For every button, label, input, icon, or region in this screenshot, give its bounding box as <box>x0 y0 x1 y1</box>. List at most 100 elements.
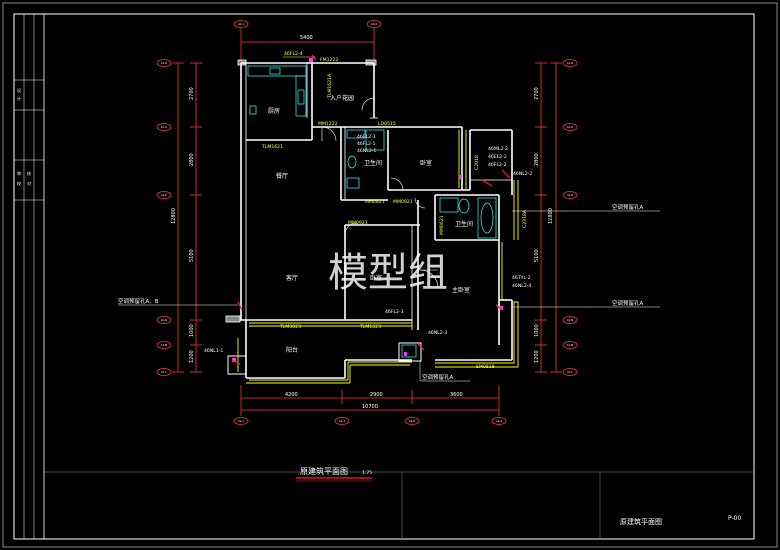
tag-tlm1623: TLM1623 <box>359 324 381 330</box>
axis-label: A1-Q <box>567 125 574 129</box>
tag-tlm1621: TLM1621 <box>261 144 283 150</box>
tag-fl-top: 46FL2-4 <box>284 51 303 57</box>
dim-left-4: 1200 <box>189 350 195 363</box>
note-ac-bottom: 空调预留孔A <box>422 373 454 381</box>
tag-nl2-1: 46NL2-1 <box>357 148 376 154</box>
axis-bubbles <box>156 20 578 425</box>
window-outlines <box>237 130 519 384</box>
tag-nl2-2: 46NL2-2 <box>513 171 532 177</box>
tag-mm0821a: MM0821 <box>365 199 385 205</box>
sheet-number: P-00 <box>728 515 741 522</box>
side-panel-cell: 校 <box>17 180 21 186</box>
tag-fl2-2: 46FL2-2 <box>488 162 507 168</box>
dim-right-4: 1200 <box>534 350 540 363</box>
tag-sm: SM0818 <box>476 364 495 370</box>
room-master: 主卧室 <box>452 286 470 294</box>
side-panel-cell: 设 <box>17 87 21 93</box>
axis-label: A1-R <box>161 61 167 65</box>
tag-mm0921: MM0921 <box>348 220 368 226</box>
axis-label: A1-L <box>161 370 167 374</box>
tag-mm1222: MM1222 <box>318 121 338 127</box>
axis-label: A1-9 <box>496 419 502 423</box>
tag-nl1-1: 46NL1-1 <box>204 348 223 354</box>
note-ac-right2: 空调预留孔A <box>612 299 644 307</box>
room-entry-garden: 入户花园 <box>330 94 354 102</box>
footer-title: 原建筑平面图 <box>620 517 662 526</box>
dimension-lines <box>172 28 562 416</box>
axis-label: A1-P <box>567 193 573 197</box>
fixtures <box>247 65 497 358</box>
room-bath1: 卫生间 <box>364 159 382 167</box>
side-panel: 设 计 审 核 校 对 <box>13 13 45 540</box>
room-bedroom2: 卧室 <box>370 274 382 282</box>
dim-left-2: 5100 <box>189 249 195 262</box>
note-ac-left: 空调预留孔A、B <box>118 297 159 305</box>
tag-nl2-3: 46NL2-3 <box>428 330 447 336</box>
side-panel-cell: 计 <box>17 95 21 101</box>
room-bath2: 卫生间 <box>455 220 473 228</box>
tag-tlm1621-v: TLM1621A <box>327 73 333 99</box>
walls <box>225 59 513 379</box>
axis-label: A1-M <box>161 343 168 347</box>
dim-bottom-2: 3600 <box>450 392 463 398</box>
side-panel-cell: 审 <box>17 170 21 176</box>
accents <box>232 58 503 362</box>
axis-labels: A1-1 A1-6 A1-R A1-Q A1-P A1-N A1-M A1-L … <box>161 22 574 423</box>
axis-label: A1-3 <box>339 419 345 423</box>
axis-label: A1-N <box>567 318 573 322</box>
tag-ld0515: LD0515 <box>378 121 396 127</box>
dim-right-0: 2700 <box>534 87 540 100</box>
dim-bottom-0: 4200 <box>285 392 298 398</box>
tag-mm0921b: MM0921 <box>393 199 413 205</box>
tag-el-1: 46EL2-1 <box>357 134 376 140</box>
tags: 46FL2-4 FM1222 TLM1621A LD0515 MM1222 TL… <box>204 51 532 370</box>
axis-label: A1-1 <box>238 22 244 26</box>
axis-label: A1-R <box>567 61 573 65</box>
axis-label: A1-1 <box>238 419 244 423</box>
dim-top: 5400 <box>300 35 313 41</box>
dim-right-1: 2800 <box>534 153 540 166</box>
room-dining: 餐厅 <box>276 172 288 180</box>
tag-mm0621: MM0621 <box>439 215 445 235</box>
pipes <box>231 54 511 365</box>
dimension-texts: 5400 2700 2800 5100 1000 1200 12800 2700… <box>171 35 554 410</box>
axis-label: A1-N <box>161 318 167 322</box>
side-panel-cell: 核 <box>27 170 31 176</box>
tag-ml2-2: 46ML2-2 <box>488 146 508 152</box>
tag-fl2-3: 46FL2-3 <box>385 309 404 315</box>
room-labels: 厨房 入户花园 餐厅 卫生间 卧室 卫生间 客厅 卧室 主卧室 阳台 <box>268 94 473 354</box>
dim-left-0: 2700 <box>189 87 195 100</box>
drawing-scale: 1:75 <box>362 470 372 476</box>
dim-left-total: 12800 <box>171 208 177 224</box>
room-kitchen: 厨房 <box>268 107 280 115</box>
tag-door-top: FM1222 <box>320 57 338 63</box>
tag-c2018: C2018 <box>474 155 480 170</box>
room-living: 客厅 <box>286 274 298 282</box>
dim-bottom-1: 2900 <box>370 392 383 398</box>
axis-label: A1-P <box>161 193 167 197</box>
door-swings <box>321 97 439 289</box>
note-ac-right1: 空调预留孔A <box>612 203 644 211</box>
notes: 空调预留孔A、B 空调预留孔A 空调预留孔A 空调预留孔A <box>118 203 660 382</box>
room-balcony: 阳台 <box>286 346 298 354</box>
drawing-title: 原建筑平面图 <box>300 466 348 476</box>
axis-label: A1-L <box>567 370 573 374</box>
tag-fl2-1: 46FL2-1 <box>357 141 376 147</box>
axis-label: A1-6 <box>371 22 377 26</box>
dim-left-3: 1000 <box>189 324 195 337</box>
tag-tlm3023: TLM3023 <box>279 324 301 330</box>
dim-right-3: 1000 <box>534 324 540 337</box>
watermark: 模型组 <box>328 250 448 296</box>
tag-el2-2: 46EL2-2 <box>488 154 507 160</box>
dim-right-total: 12800 <box>548 208 554 224</box>
room-bedroom1: 卧室 <box>420 159 432 167</box>
tag-nl2-4: 46NL2-4 <box>512 283 531 289</box>
dim-right-2: 5100 <box>534 249 540 262</box>
axis-label: A1-6 <box>409 419 415 423</box>
tag-tyl: 46TYL-2 <box>512 275 531 281</box>
dim-bottom-total: 10700 <box>362 404 378 410</box>
tag-c2318: C2318A <box>522 209 528 228</box>
side-panel-cell: 对 <box>27 180 31 186</box>
